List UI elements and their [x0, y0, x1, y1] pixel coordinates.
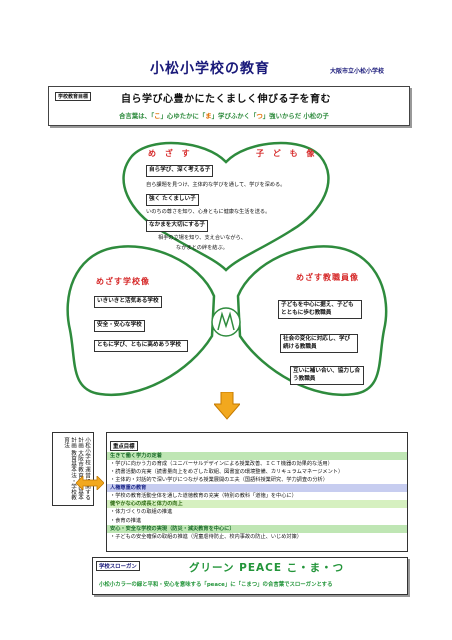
staff-image-item-3: 互いに補い合い、協力し合う教職員: [290, 366, 364, 386]
focus-row: ・読書活動の充実（読書量向上をめざした取組、図書室の環境整備、カリキュラムマネー…: [110, 469, 344, 476]
school-name: 大阪市立小松小学校: [330, 68, 385, 75]
motto-part: 合言葉は、「: [119, 112, 155, 120]
motto-part: 」強いからだ 小松の子: [262, 112, 329, 120]
clover-top-heart: [122, 141, 330, 272]
school-image-heading: めざす学校像: [96, 277, 150, 286]
heart-heading-right: 子 ど も 像: [256, 149, 318, 158]
clover-right-leaf: [236, 245, 388, 397]
focus-row: 安心・安全な学校の実現（防災・減災教育を中心に）: [107, 524, 407, 533]
basis-plans-text: 小松小学校 運営に関する計画 大阪市教育振興基本計画 教育基本法・学校教育法: [63, 437, 90, 501]
page-title: 小松小学校の教育: [150, 61, 270, 77]
slogan-title: グリーン PEACE こ・ま・つ: [189, 562, 345, 574]
focus-row: ・学校の教育活動全体を通した道徳教育の充実（特別の教科「道徳」を中心に）: [110, 493, 297, 500]
focus-row: ・子どもの安全確保の取組の推進（児童虐待防止、校内事故の防止、いじめ対策）: [110, 533, 302, 540]
focus-header: 重点目標: [110, 441, 138, 451]
child-image-2: 強く たくましい子: [146, 194, 199, 206]
child-image-3: なかまを大切にする子: [146, 220, 208, 232]
slogan-tag: 学校スローガン: [96, 561, 140, 571]
child-desc-3: 相手の立場を知り、支え合いながら、: [158, 235, 246, 241]
child-desc-3b: なかまとの絆を結ぶ。: [176, 245, 228, 251]
focus-row: ・主体的・対話的で深い学びにつながる授業展開の工夫（国語科授業研究、学力調査の分…: [110, 477, 328, 484]
focus-row: ・食育の推進: [110, 517, 142, 524]
down-arrow-icon: [214, 392, 240, 420]
motto-part: 」学びふかく「: [211, 112, 257, 120]
focus-row: 人権尊重の教育: [107, 484, 407, 493]
goal-motto: 合言葉は、「こ」心ゆたかに「ま」学びふかく「つ」強いからだ 小松の子: [119, 111, 329, 120]
staff-image-item-2: 社会の変化に対応し、学び続ける教職員: [280, 334, 358, 354]
heart-heading-left: め ざ す: [148, 149, 193, 158]
motto-part: 」心ゆたかに「: [160, 112, 206, 120]
focus-row: ・学びに向かう力の育成（ユニバーサルデザインによる授業改善、ＩＣＴ機器の効果的な…: [110, 461, 333, 468]
motto-ma: ま: [205, 112, 212, 120]
slogan-description: 小松小カラーの緑と平和・安心を意味する「peace」に「こまつ」の合言葉でスロー…: [99, 582, 333, 588]
school-image-item-1: いきいきと活気ある学校: [94, 296, 162, 308]
staff-image-item-1: 子どもを中心に据え、子どもとともに歩む教職員: [278, 300, 362, 320]
school-crest-icon: [211, 307, 241, 337]
double-arrow-icon: [76, 476, 104, 490]
school-image-item-2: 安全・安心な学校: [94, 320, 145, 332]
focus-goals-box: 重点目標 生きて働く学力の定着 ・学びに向かう力の育成（ユニバーサルデザインによ…: [106, 432, 408, 552]
motto-ko: こ: [154, 112, 161, 120]
basis-plans-box: 小松小学校 運営に関する計画 大阪市教育振興基本計画 教育基本法・学校教育法: [52, 432, 94, 506]
focus-row: ・体力づくりの取組の推進: [110, 509, 173, 516]
focus-row: 健やかな心の成長と体力の向上: [107, 500, 407, 509]
goal-tag: 学校教育目標: [55, 92, 92, 101]
slogan-box: 学校スローガン グリーン PEACE こ・ま・つ 小松小カラーの緑と平和・安心を…: [92, 557, 408, 595]
child-image-1: 自ら学び、深く考える子: [146, 165, 214, 177]
child-desc-2: いのちの尊さを知り、心身ともに健康な生活を送る。: [146, 209, 271, 215]
focus-row: 生きて働く学力の定着: [107, 452, 407, 461]
goal-main-text: 自ら学び心豊かにたくましく伸びる子を育む: [121, 94, 331, 105]
education-goal-box: 学校教育目標 自ら学び心豊かにたくましく伸びる子を育む 合言葉は、「こ」心ゆたか…: [48, 86, 410, 126]
child-desc-1: 自ら課題を見つけ、主体的な学びを通して、学びを深める。: [146, 182, 286, 188]
school-image-item-3: ともに学び、ともに高めあう学校: [94, 340, 188, 352]
motto-tsu: つ: [256, 112, 263, 120]
staff-image-heading: めざす教職員像: [296, 273, 359, 282]
clover-left-leaf: [66, 245, 216, 397]
